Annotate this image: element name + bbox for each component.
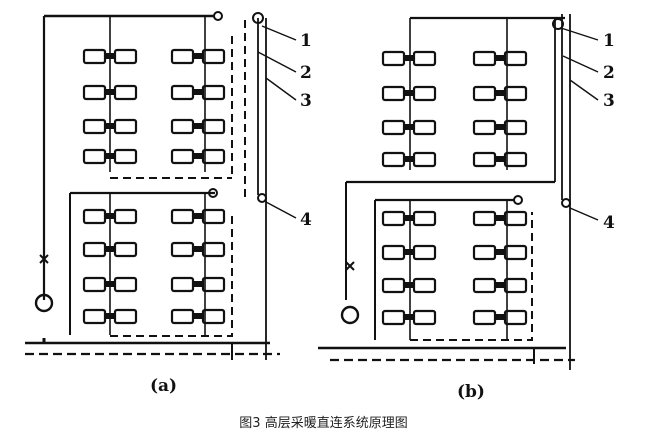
subfigure-label-a: (a)	[150, 376, 177, 396]
label-2-a: 2	[300, 63, 312, 83]
label-4-a: 4	[300, 210, 312, 230]
label-3-a: 3	[300, 91, 312, 111]
subfigure-label-b: (b)	[457, 382, 485, 402]
diagram-b	[318, 14, 599, 370]
diagram-a	[25, 11, 297, 360]
label-2-b: 2	[603, 63, 615, 83]
radiators-b	[381, 50, 528, 326]
radiators-a	[82, 48, 226, 325]
label-1-a: 1	[300, 31, 312, 51]
label-4-b: 4	[603, 213, 615, 233]
figure-caption: 图3 高层采暖直连系统原理图	[239, 416, 408, 431]
label-3-b: 3	[603, 91, 615, 111]
label-1-b: 1	[603, 31, 615, 51]
